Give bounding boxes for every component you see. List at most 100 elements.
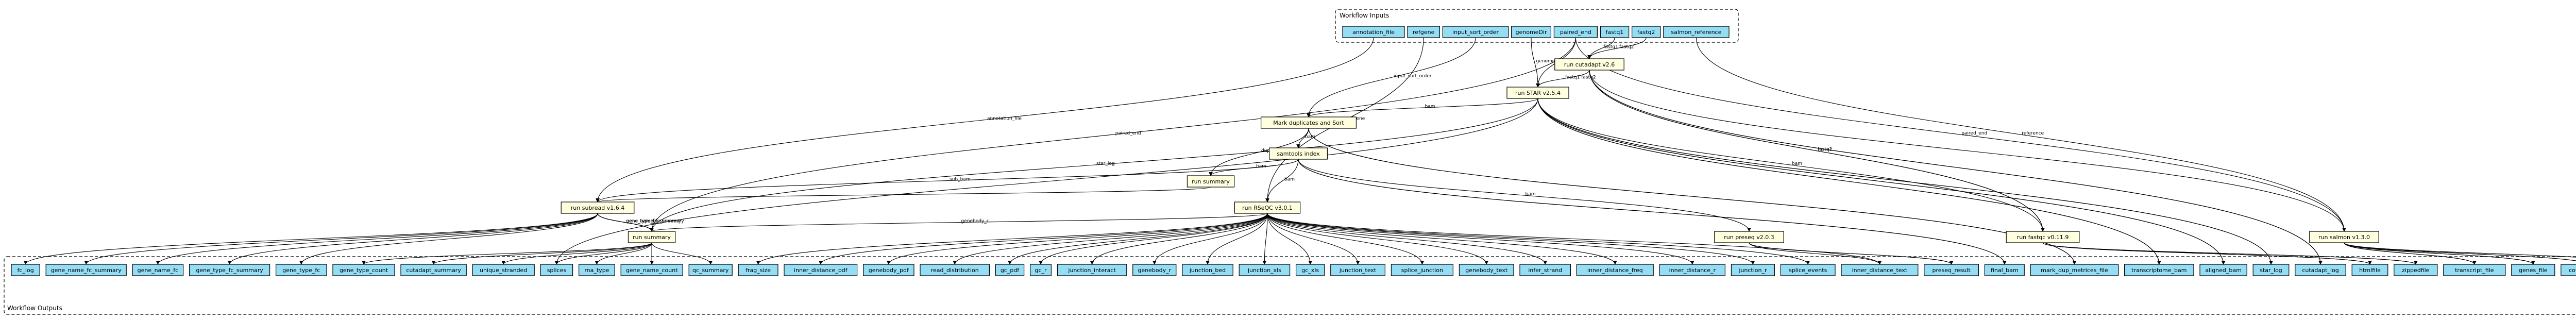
node-genebody-text: genebody_text [1459, 264, 1514, 276]
output-box [2030, 264, 2119, 276]
node-fc-log: fc_log [11, 264, 40, 276]
edge-label: annotation_file [987, 116, 1022, 122]
edge-45 [84, 213, 598, 265]
node-runsummary1: run summary [1187, 175, 1235, 188]
node-infer-strand: infer_strand [1519, 264, 1571, 276]
edge-81 [1537, 98, 2273, 265]
output-box [1731, 264, 1775, 276]
step-label: run STAR v2.5.4 [1515, 90, 1561, 96]
edge-71 [1267, 213, 1617, 265]
node-unique-stranded: unique_stranded [472, 264, 535, 276]
edge-label: genomeDir [1536, 59, 1562, 64]
edge-label: fastq1 [1818, 147, 1832, 153]
edge-85 [2344, 242, 2477, 265]
edge-label: fastq1 fastq2 [1565, 75, 1596, 80]
output-label: genebody_pdf [869, 267, 909, 274]
edge-57 [819, 213, 1268, 265]
output-box [189, 264, 270, 276]
edge-87 [2344, 242, 2576, 261]
output-box [1029, 264, 1052, 276]
edge-75 [1267, 213, 1882, 265]
node-salmon: run salmon v1.3.0 [2309, 231, 2379, 243]
edge-84 [2042, 242, 2418, 265]
output-box [995, 264, 1025, 276]
node-gene-name-fc-summary: gene_name_fc_summary [45, 264, 127, 276]
edge-83 [2042, 242, 2372, 265]
edge-12 [1589, 70, 2045, 232]
output-box [620, 264, 683, 276]
edge-label: reference [2022, 131, 2044, 136]
edge-label: fastq1 [1604, 45, 1618, 50]
edge-10 [1536, 70, 1590, 88]
edge-label: gene_type_fc [626, 219, 657, 224]
node-gc-r: gc_r [1029, 264, 1052, 276]
input-box [1407, 26, 1440, 38]
edge-30 [596, 187, 1211, 203]
output-box [1519, 264, 1571, 276]
output-box [2351, 264, 2388, 276]
step-box [628, 231, 676, 243]
output-label: genebody_text [1465, 267, 1508, 274]
edge-59 [953, 213, 1268, 265]
output-label: final_bam [1991, 267, 2019, 274]
edge-label: genebody_r [961, 219, 989, 224]
edge-label: bam [1284, 177, 1295, 182]
node-mark-dup-metrices-file: mark_dup_metrices_file [2030, 264, 2119, 276]
edge-60 [1008, 213, 1268, 265]
edge-5 [650, 37, 1576, 232]
output-label: cutadapt_summary [406, 267, 461, 274]
output-label: transcript_file [2455, 267, 2494, 274]
edge-9 [1696, 37, 2346, 232]
edge-66 [1267, 213, 1313, 265]
output-label: genes_file [2519, 267, 2548, 274]
edge-label: paired_end [1961, 131, 1987, 136]
edge-44 [23, 213, 598, 265]
node-subread: run subread v1.6.4 [561, 201, 635, 214]
output-box [2511, 264, 2555, 276]
node-preseq: run preseq v2.0.3 [1714, 231, 1784, 243]
output-box [2295, 264, 2346, 276]
node-preseq-result: preseq_result [1924, 264, 1979, 276]
output-label: read_distribution [931, 267, 979, 274]
step-box [1234, 201, 1301, 214]
output-box [1182, 264, 1233, 276]
edge-label: paired_end [1115, 131, 1141, 136]
output-label: aligned_bam [2205, 267, 2242, 274]
output-box [132, 264, 184, 276]
edge-69 [1267, 213, 1488, 265]
output-label: qc_summary [692, 267, 729, 274]
node-genomeDir: genomeDir [1511, 26, 1552, 38]
node-read-distribution: read_distribution [920, 264, 990, 276]
node-junction-xls: junction_xls [1239, 264, 1291, 276]
node-inner-distance-r: inner_distance_r [1659, 264, 1725, 276]
output-label: gene_type_count [340, 267, 388, 274]
node-transcriptome-bam: transcriptome_bam [2124, 264, 2194, 276]
input-label: input_sort_order [1452, 29, 1499, 36]
node-rseqc: run RSeQC v3.0.1 [1234, 201, 1301, 214]
edge-68 [1267, 213, 1425, 265]
edge-label: input_sort_order [1394, 74, 1432, 79]
output-label: mark_dup_metrices_file [2041, 267, 2108, 274]
input-label: paired_end [1560, 29, 1591, 36]
edge-25 [1265, 159, 1299, 203]
input-box [1511, 26, 1552, 38]
edge-51 [501, 242, 652, 265]
edge-63 [1152, 213, 1268, 265]
output-label: inner_distance_freq [1587, 267, 1643, 274]
output-box [578, 264, 615, 276]
node-salmon-reference: salmon_reference [1663, 26, 1730, 38]
input-label: salmon_reference [1671, 29, 1721, 36]
edge-79 [1537, 98, 2161, 265]
step-label: run salmon v1.3.0 [2318, 234, 2370, 241]
output-label: genebody_r [1138, 267, 1171, 274]
output-label: cofomru_file [2569, 267, 2576, 274]
edge-76 [1749, 242, 1954, 265]
node-paired-end: paired_end [1553, 26, 1598, 38]
node-genebody-r: genebody_r [1132, 264, 1177, 276]
input-box [1663, 26, 1730, 38]
input-box [1442, 26, 1509, 38]
output-box [1296, 264, 1325, 276]
output-label: gene_type_fc_summary [196, 267, 263, 274]
edge-21 [1537, 98, 2045, 232]
node-genes-file: genes_file [2511, 264, 2555, 276]
